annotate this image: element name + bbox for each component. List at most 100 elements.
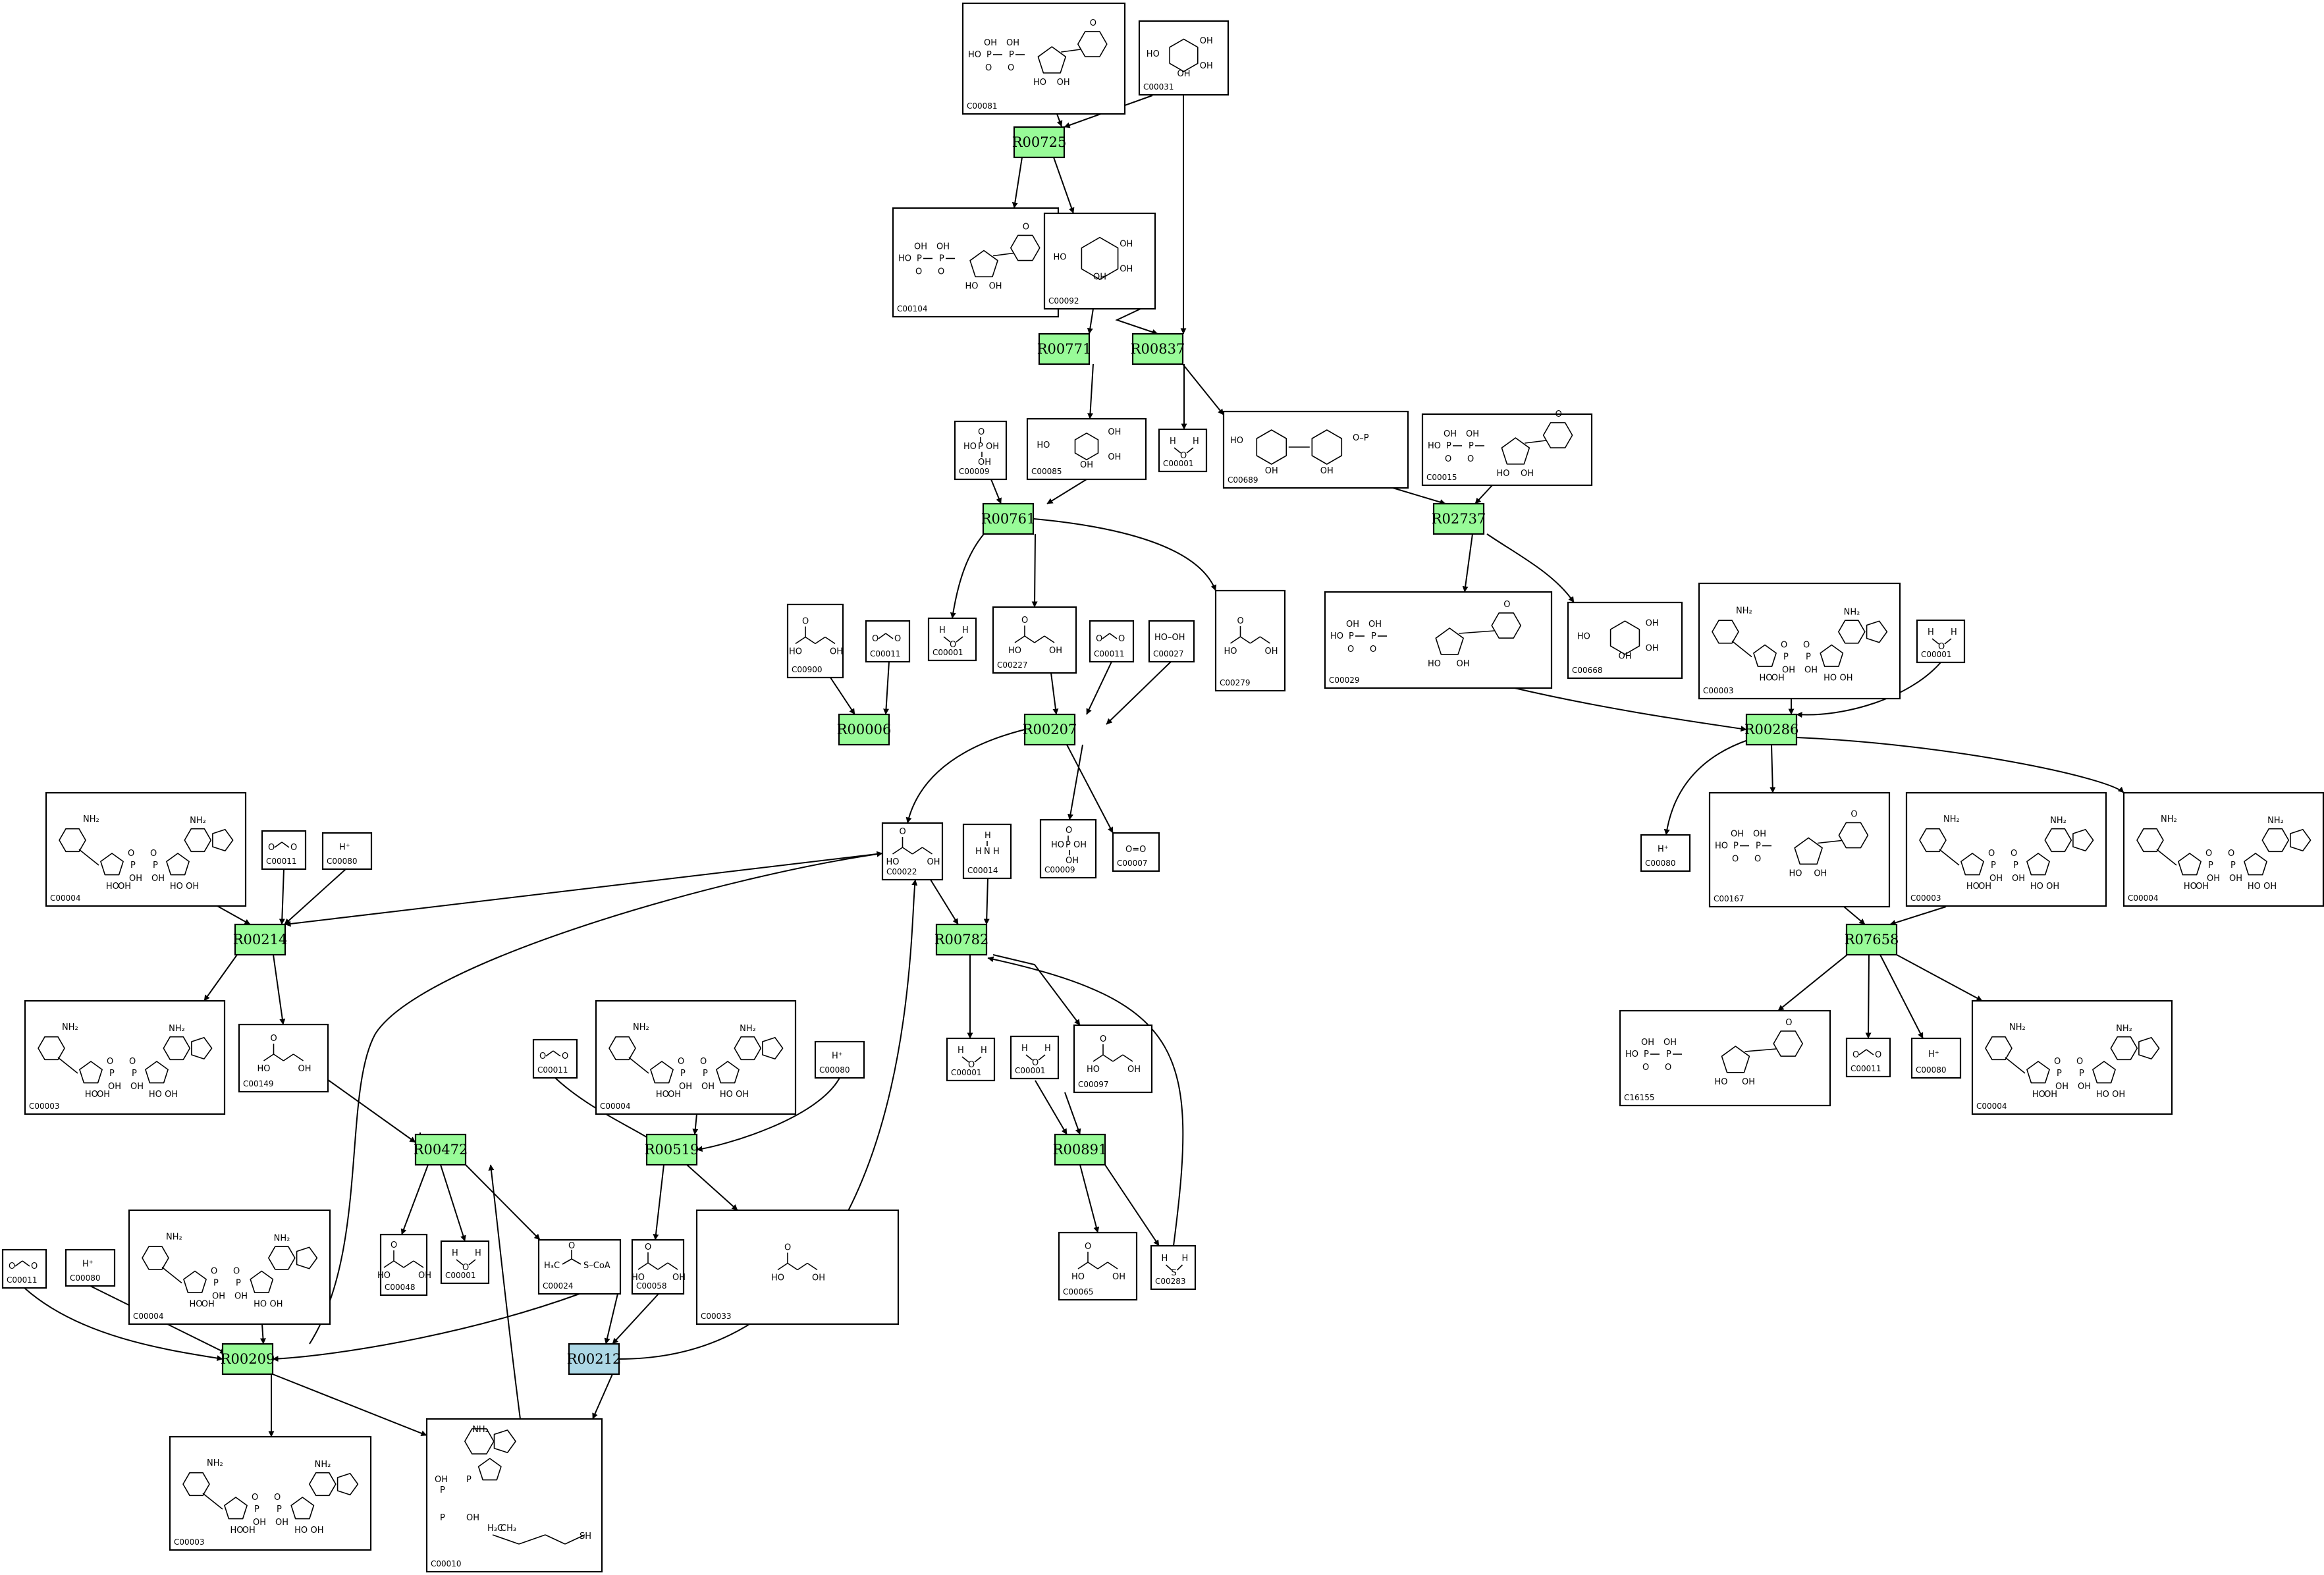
- bond: [1014, 635, 1025, 643]
- compound-c00080[interactable]: H⁺C00080: [65, 1248, 116, 1287]
- reaction-r00891[interactable]: R00891: [1053, 1133, 1108, 1166]
- atom-label: HO: [106, 882, 119, 892]
- compound-c00080[interactable]: H⁺C00080: [321, 832, 373, 870]
- reaction-r00771[interactable]: R00771: [1037, 333, 1092, 365]
- reaction-r07658[interactable]: R07658: [1845, 923, 1899, 956]
- ring-bond: [1169, 38, 1199, 72]
- atom-label: O: [784, 1243, 791, 1253]
- compound-c00080[interactable]: H⁺C00080: [814, 1040, 865, 1079]
- atom-label: O: [107, 1057, 113, 1067]
- atom-label: HO: [720, 1090, 733, 1100]
- reaction-r00761[interactable]: R00761: [981, 502, 1036, 535]
- compound-c00080[interactable]: H⁺C00080: [1640, 834, 1691, 872]
- bond: [922, 847, 932, 855]
- reaction-edge: [1115, 308, 1158, 335]
- reaction-id-label: R00214: [233, 932, 288, 948]
- reaction-r00782[interactable]: R00782: [934, 923, 989, 956]
- reaction-r02737[interactable]: R02737: [1432, 502, 1486, 535]
- bond: [1186, 447, 1194, 454]
- bond: [1932, 638, 1939, 645]
- compound-id-label: C00097: [1078, 1080, 1109, 1089]
- reaction-r00472[interactable]: R00472: [414, 1133, 468, 1166]
- atom-label: HO: [85, 1090, 98, 1100]
- atom-label: O: [1988, 849, 1995, 859]
- atom-label: H₃C: [544, 1261, 560, 1271]
- reaction-id-label: R00761: [981, 511, 1036, 527]
- compound-box: [961, 2, 1126, 115]
- reaction-id-label: R02737: [1432, 511, 1486, 527]
- reaction-r00725[interactable]: R00725: [1012, 126, 1067, 159]
- atom-label: OH: [1080, 460, 1093, 470]
- compound-id-label: C00900: [792, 665, 823, 674]
- reaction-r00837[interactable]: R00837: [1131, 333, 1185, 365]
- atom-label: H: [1021, 1044, 1028, 1054]
- reaction-r00214[interactable]: R00214: [233, 923, 288, 956]
- atom-label: SH: [580, 1532, 591, 1541]
- atom-label: NH₂: [2116, 1024, 2132, 1034]
- reaction-r00286[interactable]: R00286: [1744, 713, 1799, 746]
- reaction-r00519[interactable]: R00519: [645, 1133, 699, 1166]
- ring-bond: [1010, 234, 1040, 261]
- atom-label: NH₂: [2161, 814, 2177, 824]
- atom-label: O: [31, 1262, 38, 1271]
- compound-box: [65, 1248, 116, 1287]
- reaction-r00207[interactable]: R00207: [1023, 713, 1077, 746]
- ring-bond: [1435, 627, 1464, 655]
- reaction-r00006[interactable]: R00006: [837, 713, 892, 746]
- reaction-r00209[interactable]: R00209: [221, 1343, 275, 1375]
- reaction-r00212[interactable]: R00212: [567, 1343, 622, 1375]
- atom-label: OH: [1057, 78, 1070, 88]
- compound-c00080[interactable]: H⁺C00080: [1910, 1037, 1962, 1079]
